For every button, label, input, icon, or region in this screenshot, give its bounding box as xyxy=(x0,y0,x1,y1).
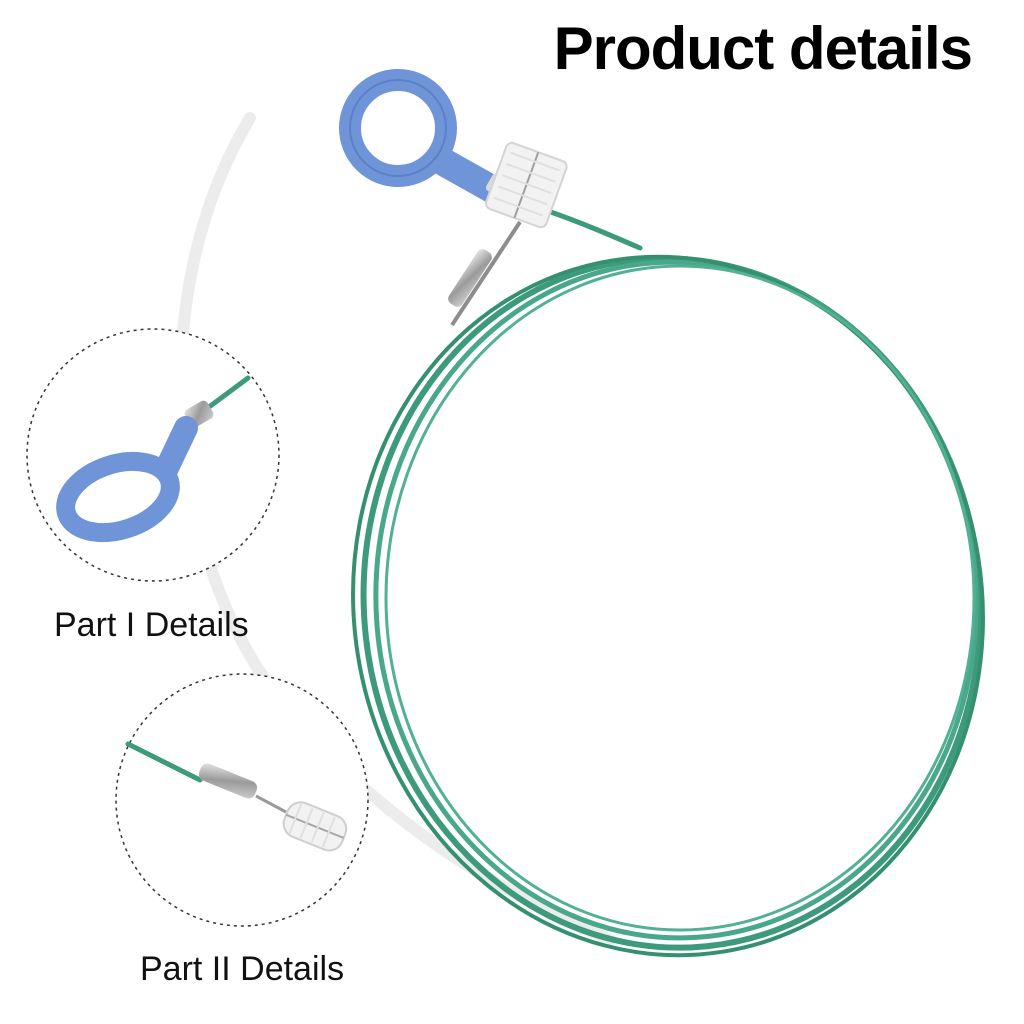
background-arc xyxy=(175,112,616,946)
part-1-caption: Part I Details xyxy=(54,606,249,644)
spring-coupling xyxy=(448,220,522,327)
detail-2-cable xyxy=(125,741,203,783)
detail-circle-part-2 xyxy=(115,673,369,927)
ring-handle xyxy=(339,69,513,206)
part-2-caption: Part II Details xyxy=(140,950,345,988)
cable-lead xyxy=(542,207,643,251)
detail-1-cable xyxy=(202,375,251,413)
coiled-cable xyxy=(351,254,985,958)
page-title: Product details xyxy=(553,15,973,82)
detail-circle-part-1 xyxy=(26,328,280,582)
brush-head xyxy=(484,141,568,229)
